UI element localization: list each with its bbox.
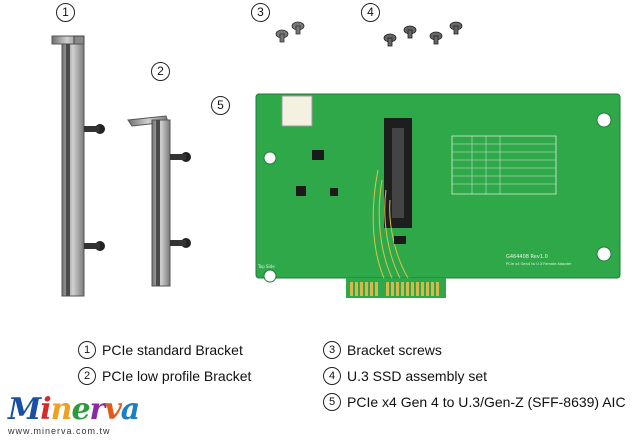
- ssd-assembly-screws: [383, 21, 463, 47]
- board-subtitle-label: PCIe x4 Gen4 to U.3 Female Adapter: [506, 262, 572, 266]
- callout-3: 3: [251, 3, 270, 22]
- legend-item-4: 4 U.3 SSD assembly set: [323, 367, 487, 385]
- legend-number: 5: [323, 393, 341, 411]
- legend-item-3: 3 Bracket screws: [323, 341, 442, 359]
- minerva-logo: Minerva: [8, 392, 140, 427]
- bracket-screws: [275, 21, 305, 43]
- legend-number: 3: [323, 341, 341, 359]
- callout-4: 4: [361, 3, 380, 22]
- brand-url[interactable]: www.minerva.com.tw: [8, 426, 111, 436]
- board-side-label: Top Side: [257, 264, 275, 269]
- legend-label: U.3 SSD assembly set: [347, 368, 488, 384]
- standard-bracket: [51, 35, 105, 297]
- pcie-adapter-card: G464408 Rev1.0 PCIe x4 Gen4 to U.3 Femal…: [255, 93, 621, 298]
- legend-label: PCIe x4 Gen 4 to U.3/Gen-Z (SFF-8639) AI…: [347, 394, 626, 410]
- logo-letter: r: [89, 392, 106, 427]
- legend-number: 1: [78, 341, 96, 359]
- logo-letter: n: [50, 392, 73, 427]
- legend-number: 2: [78, 367, 96, 385]
- logo-letter: M: [8, 392, 41, 427]
- logo-letter: i: [40, 392, 51, 427]
- callout-5: 5: [211, 96, 230, 115]
- product-illustration: G464408 Rev1.0 PCIe x4 Gen4 to U.3 Femal…: [51, 21, 621, 298]
- legend-label: PCIe low profile Bracket: [102, 368, 252, 384]
- legend-number: 4: [323, 367, 341, 385]
- legend-item-1: 1 PCIe standard Bracket: [78, 341, 243, 359]
- low-profile-bracket: [127, 115, 191, 287]
- board-model-label: G464408 Rev1.0: [506, 254, 548, 260]
- logo-letter: v: [104, 392, 121, 427]
- legend-item-2: 2 PCIe low profile Bracket: [78, 367, 251, 385]
- callout-2: 2: [151, 62, 170, 81]
- callout-1: 1: [56, 3, 75, 22]
- legend-item-5: 5 PCIe x4 Gen 4 to U.3/Gen-Z (SFF-8639) …: [323, 393, 626, 411]
- logo-letter: e: [71, 392, 90, 427]
- legend-label: Bracket screws: [347, 342, 442, 358]
- logo-letter: a: [120, 392, 140, 427]
- legend-label: PCIe standard Bracket: [102, 342, 243, 358]
